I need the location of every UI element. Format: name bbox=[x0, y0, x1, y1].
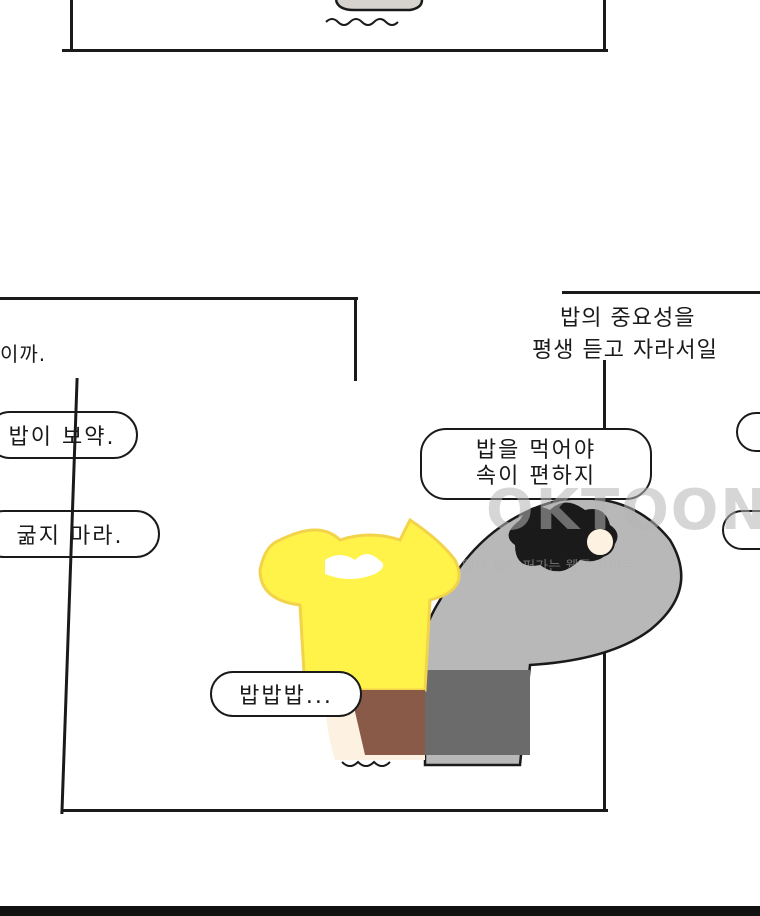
top-panel-right-border bbox=[603, 0, 606, 52]
page-bottom-bar bbox=[0, 906, 760, 916]
top-panel-left-border bbox=[70, 0, 73, 52]
yellow-shirt bbox=[258, 517, 461, 692]
speech-bubble-bap-meogeoya: 밥을 먹어야 속이 편하지 bbox=[420, 428, 652, 500]
bubble-line-1: 밥을 먹어야 bbox=[475, 437, 597, 463]
speech-bubble-bapbapbap: 밥밥밥... bbox=[210, 671, 362, 717]
watermark-logo: OKTOON bbox=[486, 478, 760, 543]
right-box-top-border bbox=[562, 291, 760, 294]
top-panel-bottom-border bbox=[62, 49, 608, 52]
speech-bubble-bapi-boyak: 밥이 보약. bbox=[0, 411, 138, 459]
narration-line-1: 밥의 중요성을 bbox=[560, 306, 696, 331]
curly-hair bbox=[508, 502, 618, 572]
feet-lines bbox=[341, 760, 391, 767]
gray-character-face bbox=[585, 527, 615, 557]
speech-bubble-cut-right-2 bbox=[722, 510, 760, 550]
brown-pants bbox=[350, 690, 425, 755]
narration-fragment: 이까. bbox=[0, 342, 47, 366]
speech-bubble-gulmji-mara: 굶지 마라. bbox=[0, 510, 160, 558]
left-panel-top-border bbox=[0, 297, 358, 300]
top-panel-feet-drawing bbox=[325, 0, 424, 26]
left-panel-right-border bbox=[354, 297, 357, 381]
shirt-highlight bbox=[325, 554, 384, 579]
bubble-line-2: 속이 편하지 bbox=[475, 464, 597, 489]
main-panel-bottom-border bbox=[62, 809, 608, 812]
speech-bubble-cut-right-1 bbox=[736, 412, 760, 452]
gray-character-pants bbox=[425, 670, 530, 755]
narration-line-2: 평생 듣고 자라서일 bbox=[532, 338, 718, 363]
watermark-subtitle: 일부 불법 퍼가는 웹툰 사이트 bbox=[462, 559, 635, 575]
